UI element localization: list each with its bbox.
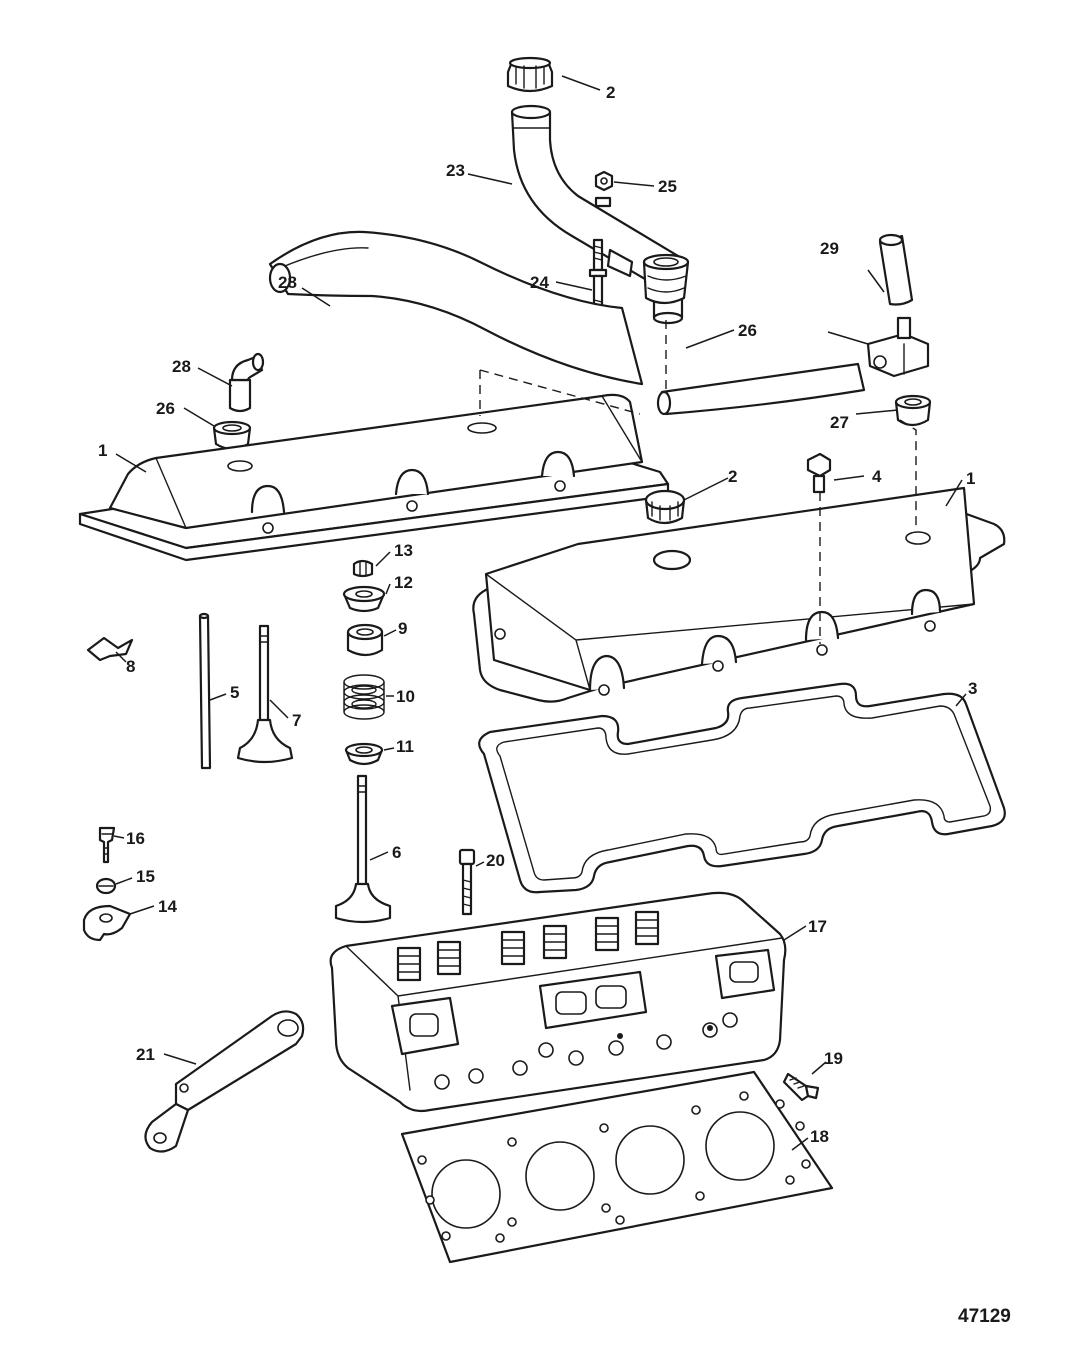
- callout-26-left: 26: [156, 399, 175, 418]
- rocker-cover-right: [472, 486, 1006, 703]
- callout-20: 20: [486, 851, 505, 870]
- rocker-arm-clip: [86, 636, 134, 662]
- callout-3: 3: [968, 679, 977, 698]
- callout-18: 18: [810, 1127, 829, 1146]
- callout-1-left: 1: [98, 441, 107, 460]
- callout-28-left: 28: [278, 273, 297, 292]
- callout-25: 26: [738, 321, 757, 340]
- callout-2-lower: 2: [728, 467, 737, 486]
- callout-27: 28: [172, 357, 191, 376]
- callout-23: 24: [530, 273, 549, 292]
- breather-hose-left: [268, 230, 644, 386]
- valve-oil-seal: [346, 623, 384, 657]
- lifting-bracket: [144, 1010, 305, 1153]
- intake-valve: [334, 774, 392, 924]
- valve-spring-shim: [344, 742, 384, 766]
- grommet-right: [894, 394, 932, 427]
- figure-number: 47129: [958, 1306, 1011, 1327]
- rocker-arm: [82, 904, 132, 942]
- callout-1-right: 1: [966, 469, 975, 488]
- head-valve-springs: [396, 910, 660, 982]
- callout-16: 16: [126, 829, 145, 848]
- grommet: [642, 253, 690, 305]
- callout-24: 25: [658, 177, 677, 196]
- valve-spring: [343, 674, 385, 720]
- callout-13: 13: [394, 541, 413, 560]
- hose-short: [878, 233, 914, 306]
- rocker-arm-ball: [95, 877, 117, 895]
- callout-7: 7: [292, 711, 301, 730]
- leader-lines: [113, 75, 967, 1151]
- rocker-cover-left: [78, 393, 670, 562]
- callout-17: 17: [808, 917, 827, 936]
- callout-8: 8: [126, 657, 135, 676]
- callout-10: 10: [396, 687, 415, 706]
- oil-filler-cap-top: [506, 56, 554, 93]
- cover-bolt: [806, 452, 832, 494]
- pcv-valve: [866, 316, 930, 378]
- rocker-arm-stud: [98, 826, 116, 864]
- callout-15: 15: [136, 867, 155, 886]
- head-bolt-bosses: [434, 1012, 738, 1090]
- callout-12: 12: [394, 573, 413, 592]
- callout-28-right: 29: [820, 239, 839, 258]
- stud: [588, 238, 608, 318]
- exhaust-valve: [236, 624, 294, 764]
- callout-26-right: 27: [830, 413, 849, 432]
- pushrod: [198, 612, 212, 770]
- cylinder-head-bolt: [458, 848, 476, 916]
- oil-filler-cap-lower: [644, 489, 686, 525]
- callout-22: 23: [446, 161, 465, 180]
- callout-5: 5: [230, 683, 239, 702]
- breather-elbow: [228, 352, 265, 413]
- callout-19: 19: [824, 1049, 843, 1068]
- head-gasket: [400, 1070, 834, 1264]
- breather-hose-right: [656, 362, 866, 416]
- rocker-cover-gasket: [478, 682, 1006, 894]
- callout-4: 4: [872, 467, 882, 486]
- callout-9: 9: [398, 619, 407, 638]
- nut: [594, 170, 614, 192]
- assembly-centerlines: [479, 320, 917, 644]
- cylinder-head: [329, 891, 787, 1113]
- valve-rotator: [342, 585, 386, 613]
- callout-6: 6: [392, 843, 401, 862]
- grommet-left: [212, 420, 252, 451]
- valve-keeper: [352, 559, 374, 578]
- callout-14: 14: [158, 897, 177, 916]
- gasket-bolt-holes: [417, 1091, 811, 1243]
- bracket-bolt: [782, 1072, 820, 1102]
- callout-21: 21: [136, 1045, 155, 1064]
- callout-labels: 2 23 25 24 26 28 28 26 1 2 4 1 29 27 3 1…: [98, 83, 1011, 1327]
- callout-11: 11: [396, 737, 414, 756]
- callout-2-top: 2: [606, 83, 615, 102]
